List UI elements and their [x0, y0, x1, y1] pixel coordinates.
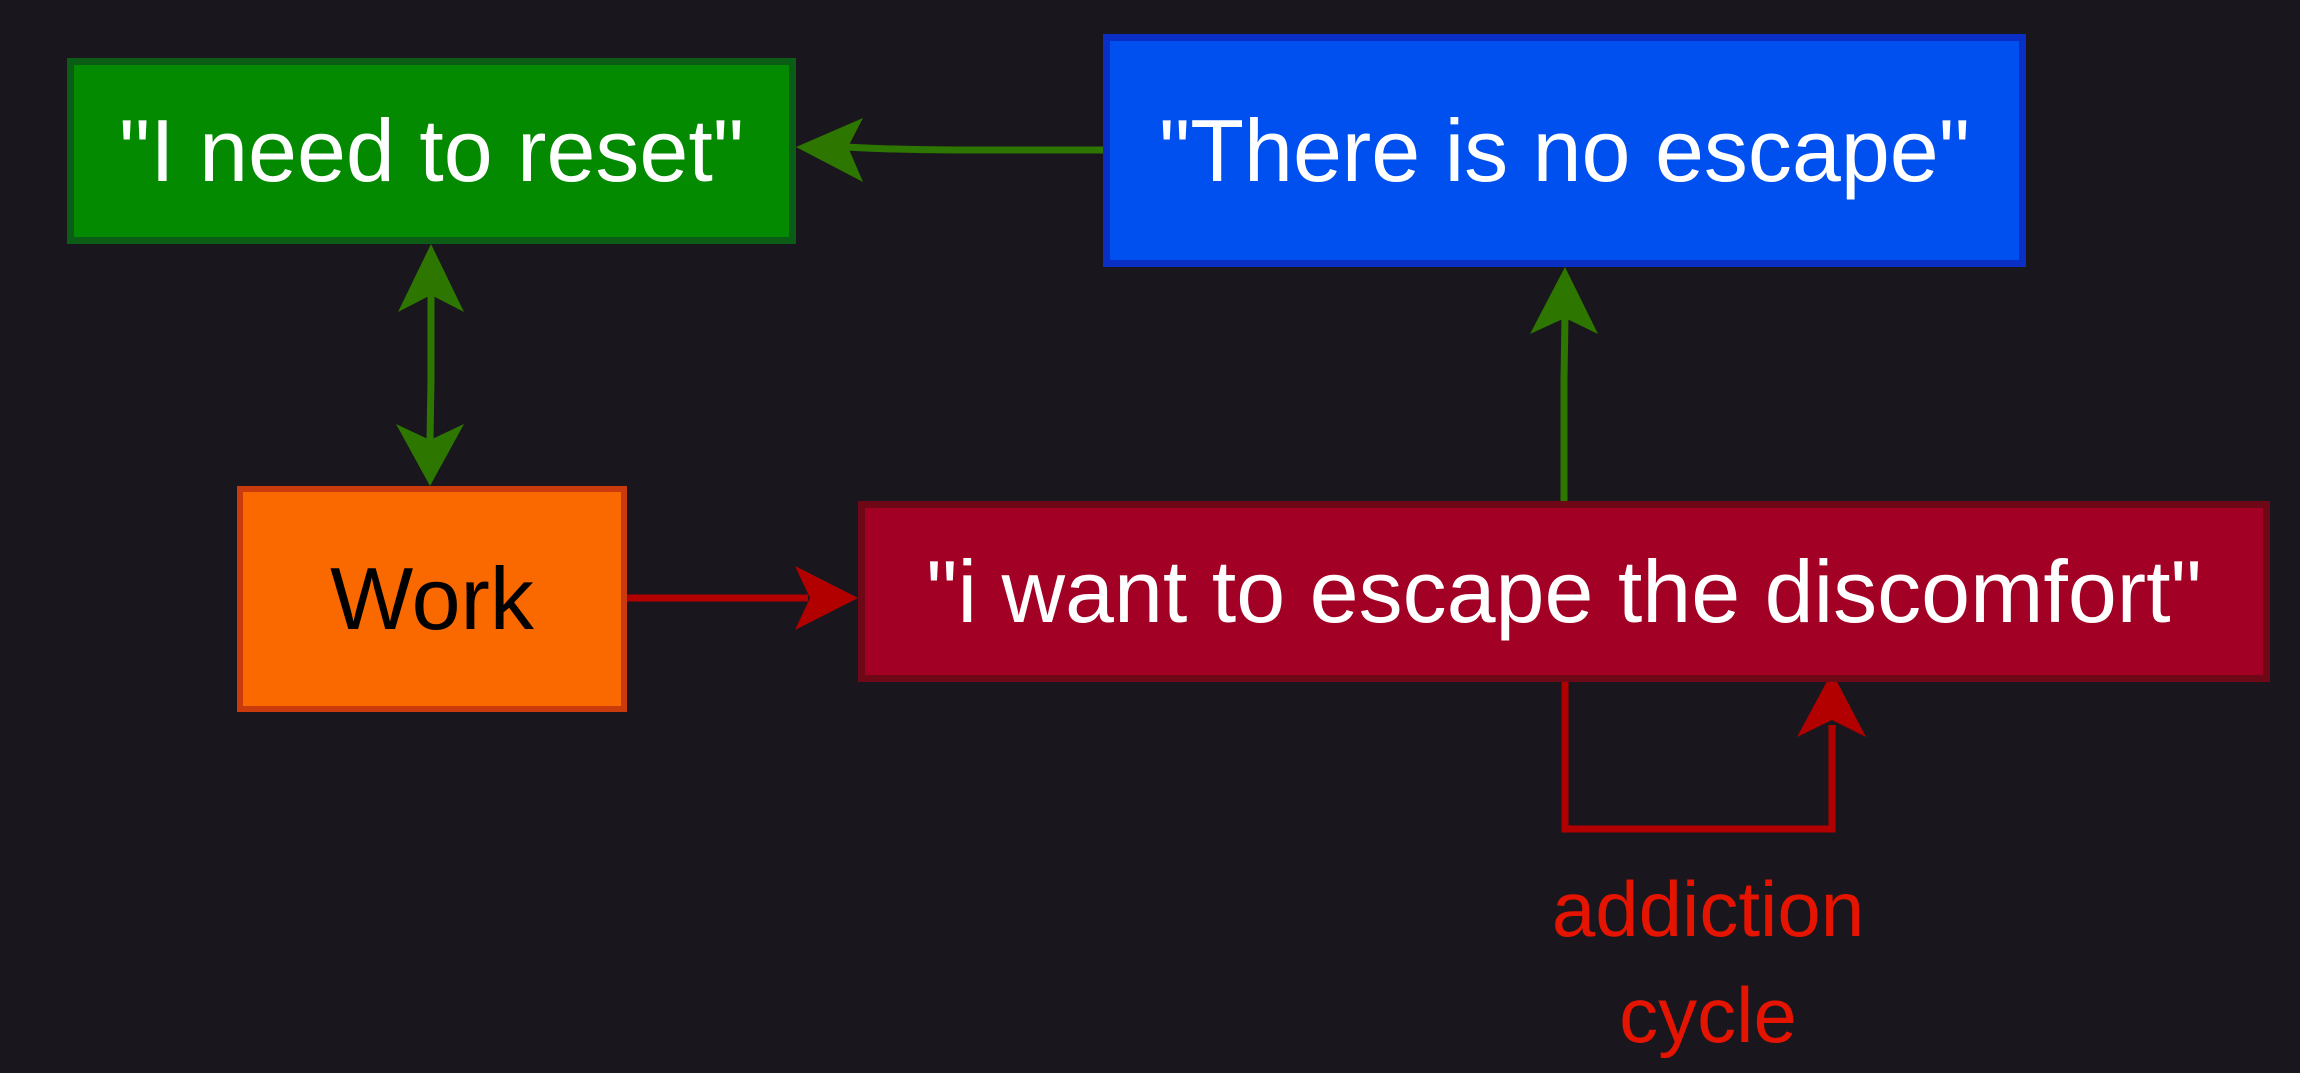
arrowhead-right	[795, 566, 858, 630]
node-escape-the-discomfort: "i want to escape the discomfort"	[858, 501, 2270, 682]
node-work: Work	[237, 486, 627, 712]
arrowhead-up	[1530, 267, 1598, 334]
arrowhead-left	[796, 118, 863, 182]
node-label: "i want to escape the discomfort"	[926, 541, 2202, 641]
cycle-label-line-2: cycle	[1619, 971, 1797, 1059]
edge-discomfort-to-no-escape	[1530, 267, 1598, 501]
edge-reset-work-bidirectional	[396, 244, 464, 486]
node-label: "There is no escape"	[1159, 100, 1970, 200]
node-label: Work	[330, 549, 534, 648]
arrowhead-up	[1797, 672, 1866, 737]
addiction-cycle-label: addiction cycle	[1508, 856, 1908, 1068]
node-there-is-no-escape: "There is no escape"	[1103, 34, 2026, 267]
node-i-need-to-reset: "I need to reset"	[67, 58, 796, 244]
edge-addiction-cycle-loop	[1561, 672, 1866, 833]
arrowhead-up	[398, 244, 464, 312]
cycle-label-line-1: addiction	[1551, 865, 1865, 953]
edge-work-to-discomfort	[627, 566, 858, 630]
arrowhead-down	[396, 424, 464, 486]
edge-no-escape-to-reset	[796, 118, 1103, 182]
node-label: "I need to reset"	[118, 101, 745, 200]
